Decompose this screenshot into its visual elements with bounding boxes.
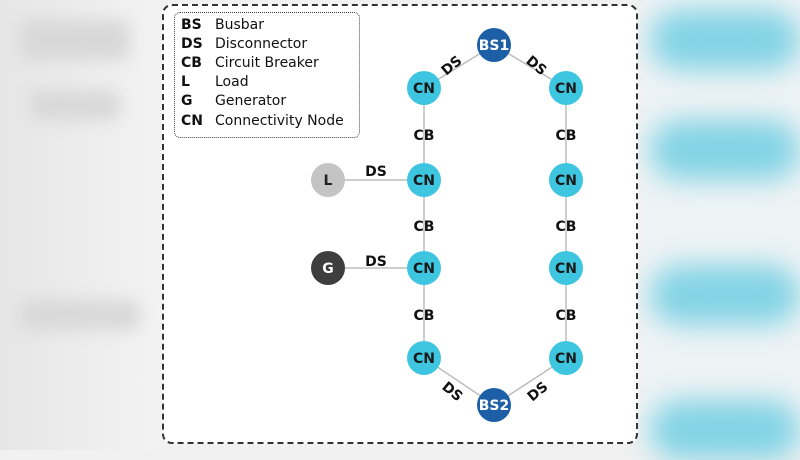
legend-desc: Busbar (215, 16, 264, 33)
legend-row: CN Connectivity Node (181, 111, 359, 130)
generator-node-label: G (322, 261, 334, 277)
legend-abbr: L (181, 74, 190, 91)
legend-abbr: G (181, 93, 193, 110)
legend-abbr: CN (181, 112, 203, 129)
busbar-node-label: BS2 (479, 398, 510, 414)
legend-row: DS Disconnector (181, 34, 359, 53)
blurred-right-background (642, 0, 800, 460)
legend-desc: Generator (215, 93, 287, 110)
connectivity-node-circle (549, 341, 583, 375)
legend-abbr: DS (181, 35, 203, 52)
connectivity-node: CN (407, 71, 441, 105)
load-node: L (311, 163, 345, 197)
connectivity-node: CN (549, 163, 583, 197)
connectivity-node: CN (549, 71, 583, 105)
legend-abbr: CB (181, 54, 202, 71)
busbar-node: BS2 (477, 388, 511, 422)
edge-label-cb: CB (414, 219, 435, 235)
connectivity-node-label: CN (413, 81, 435, 97)
generator-node: G (311, 251, 345, 285)
busbar-node-label: BS1 (479, 38, 510, 54)
connectivity-node-label: CN (413, 173, 435, 189)
legend-row: CB Circuit Breaker (181, 53, 359, 72)
connectivity-node-label: CN (555, 261, 577, 277)
legend-row: BS Busbar (181, 15, 359, 34)
edge-label-cb: CB (556, 128, 577, 144)
connectivity-node-circle (407, 71, 441, 105)
connectivity-node: CN (407, 341, 441, 375)
connectivity-node: CN (549, 251, 583, 285)
connectivity-node-label: CN (555, 173, 577, 189)
edge-label-ds: DS (365, 254, 387, 270)
legend-desc: Load (215, 74, 249, 91)
legend-box: BS Busbar DS Disconnector CB Circuit Bre… (174, 12, 360, 138)
connectivity-node-circle (407, 341, 441, 375)
connectivity-node: CN (549, 341, 583, 375)
legend-desc: Disconnector (215, 35, 308, 52)
load-node-circle (311, 163, 345, 197)
busbar-node-circle (477, 388, 511, 422)
connectivity-node-label: CN (555, 81, 577, 97)
connectivity-node-circle (549, 71, 583, 105)
generator-node-circle (311, 251, 345, 285)
legend-desc: Circuit Breaker (215, 54, 319, 71)
legend-row: G Generator (181, 92, 359, 111)
edge-label-cb: CB (414, 308, 435, 324)
legend-desc: Connectivity Node (215, 112, 344, 129)
connectivity-node: CN (407, 163, 441, 197)
connectivity-node-label: CN (555, 351, 577, 367)
legend-abbr: BS (181, 16, 202, 33)
connectivity-node-circle (407, 163, 441, 197)
connectivity-node-circle (549, 251, 583, 285)
connectivity-node-label: CN (413, 261, 435, 277)
busbar-node: BS1 (477, 28, 511, 62)
legend-row: L Load (181, 73, 359, 92)
connectivity-node: CN (407, 251, 441, 285)
load-node-label: L (324, 173, 333, 189)
edge-label-ds: DS (365, 164, 387, 180)
edge-label-ds: DS (439, 53, 466, 79)
connectivity-node-circle (549, 163, 583, 197)
edge-label-cb: CB (556, 308, 577, 324)
connectivity-node-label: CN (413, 351, 435, 367)
blurred-left-background (0, 0, 160, 450)
busbar-node-circle (477, 28, 511, 62)
edge-label-cb: CB (556, 219, 577, 235)
edge-label-cb: CB (414, 128, 435, 144)
connectivity-node-circle (407, 251, 441, 285)
